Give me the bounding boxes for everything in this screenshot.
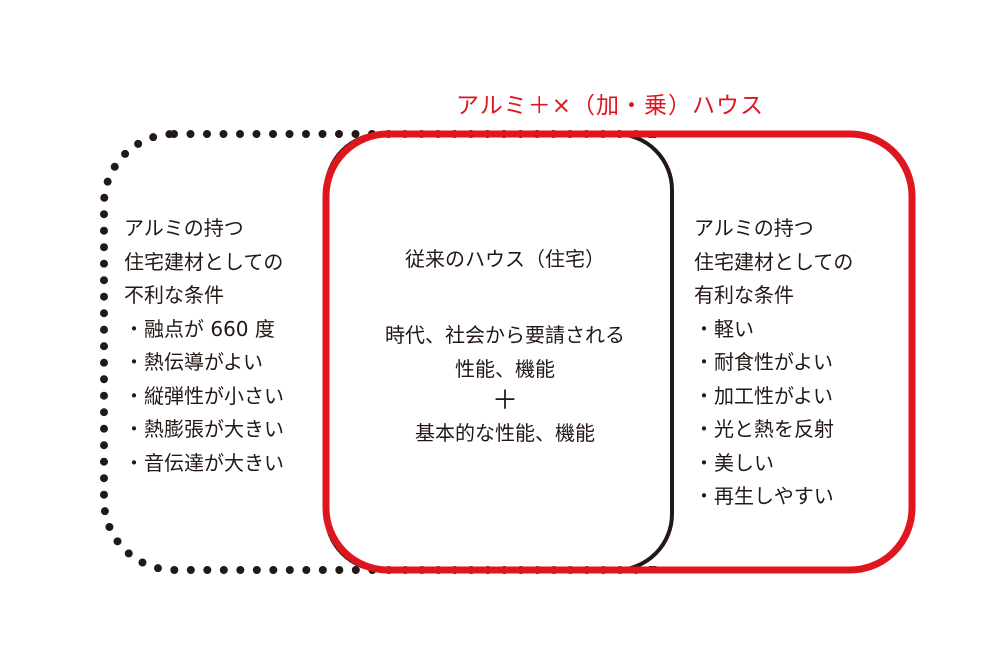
right-heading-line: 住宅建材としての — [694, 249, 854, 274]
right-list-item: ・再生しやすい — [694, 484, 834, 508]
center-line: 性能、機能 — [455, 357, 555, 381]
right-list-item: ・耐食性がよい — [694, 350, 833, 374]
right-list-item: ・美しい — [694, 450, 774, 475]
diagram-title: アルミ＋×（加・乗）ハウス — [455, 93, 765, 119]
left-list-item: ・音伝達が大きい — [124, 450, 284, 475]
red-box-alumi-house — [322, 130, 916, 574]
center-heading: 従来のハウス（住宅） — [405, 247, 605, 271]
right-list-item: ・光と熱を反射 — [694, 417, 834, 441]
right-list-item: ・軽い — [694, 316, 754, 341]
plus-sign: ＋ — [491, 386, 518, 416]
left-list-item: ・熱膨張が大きい — [124, 417, 284, 441]
left-list-item: ・融点が 660 度 — [124, 316, 275, 341]
left-list-item: ・縦弾性が小さい — [124, 383, 284, 408]
left-heading-line: 不利な条件 — [124, 283, 224, 307]
left-heading-line: アルミの持つ — [124, 216, 244, 240]
center-line: 基本的な性能、機能 — [415, 421, 595, 445]
left-list-item: ・熱伝導がよい — [124, 350, 263, 374]
advantages-text: アルミの持つ 住宅建材としての 有利な条件 ・軽い ・耐食性がよい ・加工性がよ… — [694, 212, 853, 514]
right-list-item: ・加工性がよい — [694, 383, 833, 408]
right-heading-line: 有利な条件 — [694, 283, 794, 307]
disadvantages-text: アルミの持つ 住宅建材としての 不利な条件 ・融点が 660 度 ・熱伝導がよい… — [124, 212, 284, 480]
right-heading-line: アルミの持つ — [694, 216, 814, 240]
center-body: 時代、社会から要請される 性能、機能 ＋ 基本的な性能、機能 — [340, 318, 670, 450]
center-line: 時代、社会から要請される — [385, 323, 625, 347]
left-heading-line: 住宅建材としての — [124, 249, 284, 274]
